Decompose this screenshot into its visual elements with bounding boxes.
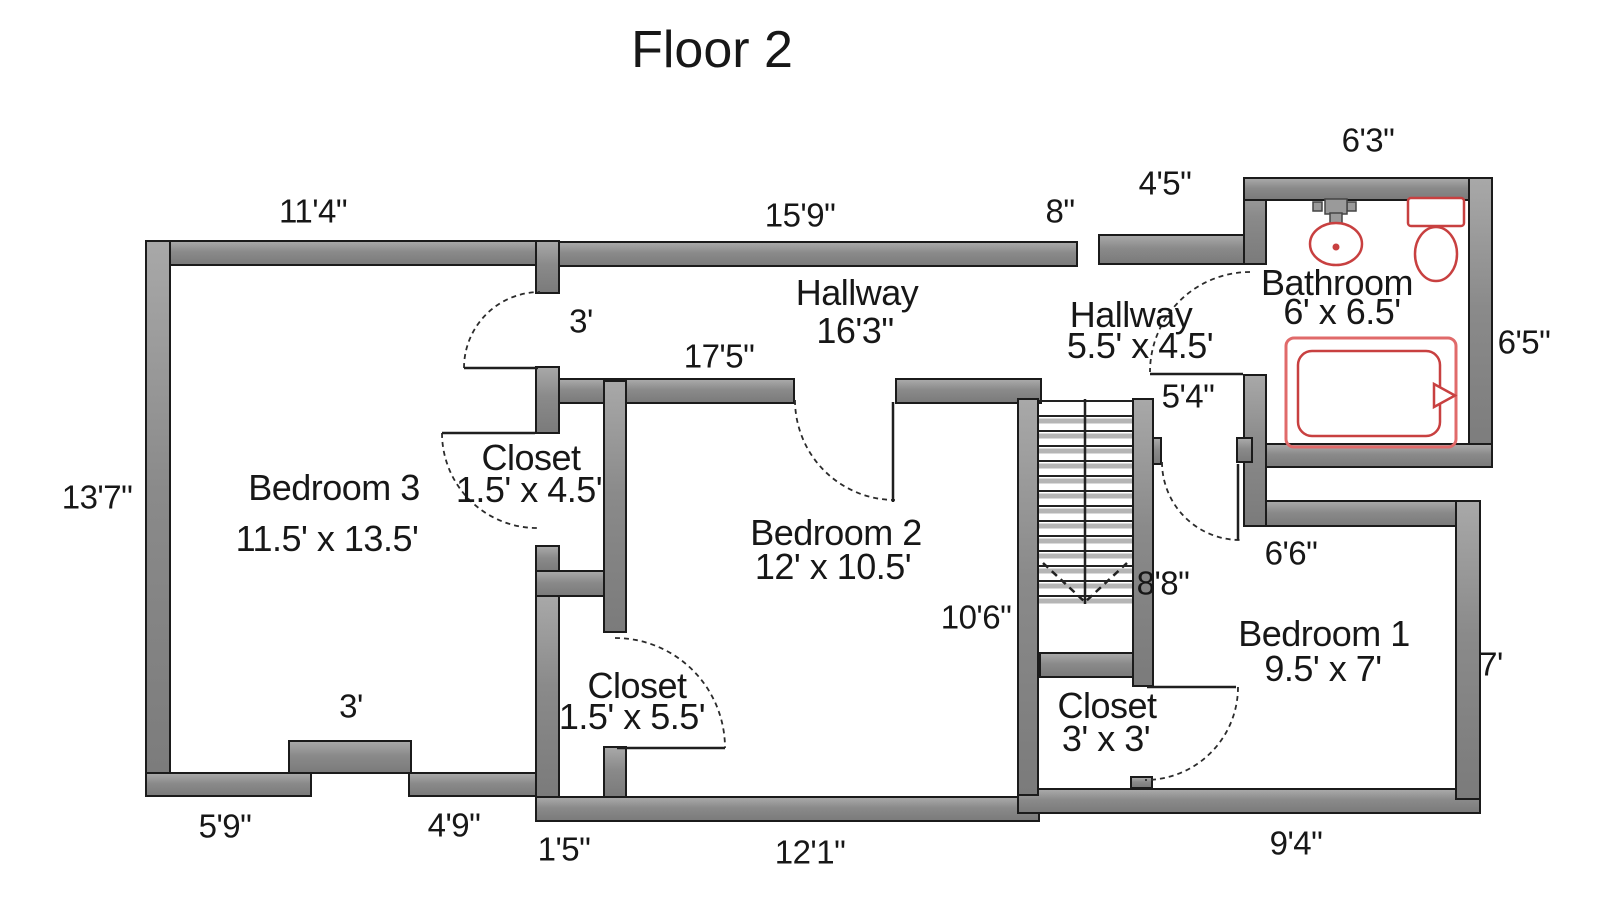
dim-label-top-left-width: 11'4" (278, 192, 348, 230)
dim-label-bedroom1-bottom-width: 9'4" (1269, 824, 1323, 862)
bathtub-faucet-icon (1432, 381, 1458, 410)
dim-label-bedroom2-top-width: 17'5" (683, 337, 755, 375)
wall-bathroom-bottom (1243, 443, 1493, 468)
room-label-hallway-small: Hallway (1069, 294, 1193, 335)
wall-closet-bedroom1-jamb (1130, 776, 1153, 789)
room-size-hallway-main: 16'3" (816, 310, 894, 351)
sink (1308, 198, 1364, 267)
wall-closet-bedroom1-top (1039, 652, 1134, 678)
wall-bedroom2-top-left (558, 378, 795, 404)
dim-label-bedroom1-right-height: 7' (1479, 645, 1503, 683)
door-bedroom2 (794, 399, 896, 502)
wall-bathroom-right (1468, 177, 1493, 468)
wall-bedroom1-right (1455, 500, 1481, 800)
dim-label-hallway-top-width: 15'9" (764, 196, 836, 234)
wall-closet-divider-vertical-bottom (603, 746, 627, 798)
room-label-bathroom: Bathroom (1260, 262, 1414, 303)
dim-label-bottom-step: 1'5" (537, 830, 591, 868)
wall-bedroom1-bottom (1017, 788, 1481, 814)
room-size-closet-bedroom3: 1.5' x 4.5' (455, 469, 603, 510)
wall-bedroom3-right-stub (535, 545, 560, 573)
room-size-bedroom2: 12' x 10.5' (754, 546, 912, 587)
wall-bedroom3-right-mid (535, 366, 560, 434)
wall-stairs-left (1017, 398, 1039, 796)
wall-bedroom3-bottom-bump (288, 740, 412, 774)
wall-bathroom-top (1243, 177, 1493, 201)
dim-label-bottom-left-b: 4'9" (427, 806, 481, 844)
dim-label-bathroom-width: 6'3" (1341, 121, 1395, 159)
wall-bedroom3-bottom-right (408, 772, 560, 797)
page-title: Floor 2 (631, 21, 793, 79)
wall-bedroom3-right-upper (535, 240, 560, 294)
room-size-bedroom3: 11.5' x 13.5' (235, 518, 419, 559)
room-size-closet-bedroom1: 3' x 3' (1061, 718, 1151, 759)
wall-bedroom3-right-lower (535, 595, 560, 798)
wall-bedroom3-top (145, 240, 560, 266)
wall-hallway-bathroom (1098, 234, 1245, 265)
dim-label-bathroom-height: 6'5" (1497, 323, 1551, 361)
wall-bedroom2-bottom (535, 796, 1040, 822)
wall-closet-divider-horizontal (535, 570, 605, 597)
dim-label-stair-height: 8'8" (1136, 564, 1190, 602)
wall-bedroom3-left (145, 240, 171, 797)
room-label-closet-bedroom2: Closet (587, 665, 687, 706)
wall-closet-divider-vertical (603, 380, 627, 633)
dim-label-bottom-left-a: 5'9" (198, 807, 252, 845)
dim-label-bedroom2-bottom-width: 12'1" (774, 833, 846, 871)
bathtub (1284, 336, 1458, 449)
room-size-closet-bedroom2: 1.5' x 5.5' (558, 696, 706, 737)
dim-label-bedroom2-right-height: 10'6" (940, 598, 1012, 636)
door-bedroom1 (1161, 461, 1241, 541)
wall-hallway-top (558, 241, 1078, 267)
door-bedroom3 (463, 291, 541, 370)
wall-door-jamb-right (1236, 437, 1253, 463)
room-label-closet-bedroom3: Closet (481, 437, 581, 478)
wall-stairs-right (1132, 398, 1154, 687)
dim-label-left-height: 13'7" (61, 478, 133, 516)
wall-bedroom1-top (1243, 500, 1480, 527)
dim-label-bath-hall-wall: 4'5" (1138, 164, 1192, 202)
dim-label-bedroom3-door: 3' (569, 302, 593, 340)
room-label-bedroom1: Bedroom 1 (1238, 613, 1410, 654)
wall-bedroom3-bottom-left (145, 772, 312, 797)
room-label-closet-bedroom1: Closet (1057, 685, 1157, 726)
door-closet-bedroom1 (1144, 685, 1239, 781)
dim-label-bump-width: 3' (339, 687, 363, 725)
stairs-direction-arrow (1042, 562, 1128, 604)
room-size-hallway-small: 5.5' x 4.5' (1066, 325, 1214, 366)
room-label-bedroom3: Bedroom 3 (248, 467, 420, 508)
staircase (1039, 399, 1132, 604)
room-label-bedroom2: Bedroom 2 (750, 512, 922, 553)
room-size-bedroom1: 9.5' x 7' (1264, 648, 1382, 689)
dim-label-bath-door-wall: 5'4" (1161, 377, 1215, 415)
toilet (1406, 196, 1466, 283)
room-label-hallway-main: Hallway (795, 272, 919, 313)
room-size-bathroom: 6' x 6.5' (1283, 291, 1401, 332)
dim-label-bedroom1-top-width: 6'6" (1264, 534, 1318, 572)
dim-label-wall-gap: 8" (1045, 192, 1075, 230)
wall-door-jamb-left (1152, 437, 1162, 465)
